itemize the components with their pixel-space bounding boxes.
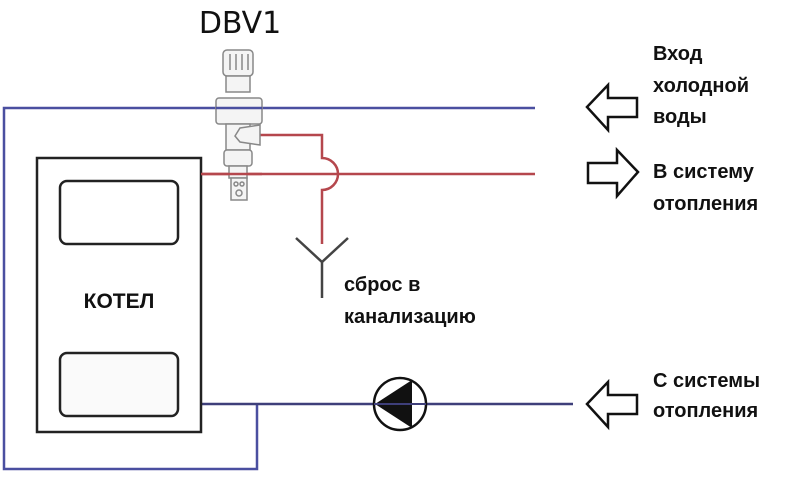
arrow-right-icon [586,146,640,200]
to-heating-label: В систему отопления [653,161,758,215]
svg-text:канализацию: канализацию [344,306,476,328]
dbv1-valve [215,49,263,201]
svg-text:холодной: холодной [653,75,749,97]
boiler: КОТЕЛ [35,156,203,434]
cold-water-pipe [2,106,535,471]
svg-text:отопления: отопления [653,193,758,215]
arrow-left-icon [585,81,639,134]
drain-label: сброс в канализацию [344,274,476,328]
drain-symbol [295,237,349,298]
boiler-label: КОТЕЛ [84,290,155,313]
from-heating-label: С системы отопления [653,370,760,422]
drain-pipe [258,133,340,244]
cold-water-label: Вход холодной воды [653,43,749,128]
svg-text:воды: воды [653,106,707,128]
svg-text:С системы: С системы [653,370,760,392]
arrow-left-icon [585,378,639,431]
circulation-pump-icon [372,376,428,432]
valve-label: DBV1 [199,6,281,41]
svg-text:отопления: отопления [653,400,758,422]
svg-text:В систему: В систему [653,161,755,183]
svg-text:Вход: Вход [653,43,703,65]
svg-text:сброс в: сброс в [344,274,420,296]
boiler-upper-window [58,179,180,246]
boiler-lower-window [58,351,180,418]
